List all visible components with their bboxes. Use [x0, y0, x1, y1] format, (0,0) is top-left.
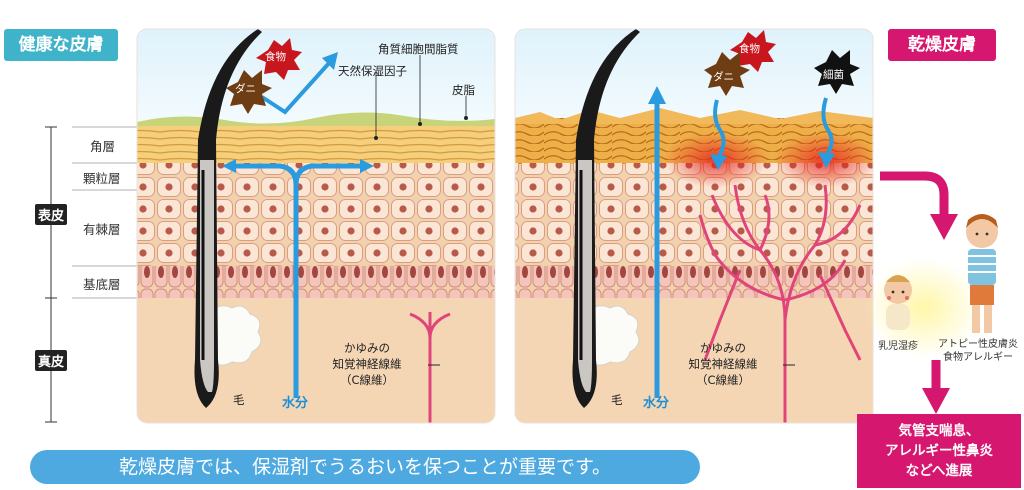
caption-infant: 乳児湿疹 — [878, 341, 918, 352]
label-food-dry: 食物 — [739, 43, 760, 55]
caption-child: アトピー性皮膚炎 食物アレルギー — [938, 339, 1018, 363]
label-spinous-layer: 有棘層 — [83, 222, 121, 237]
label-itch-nerve: かゆみの 知覚神経線維 （C線維） — [332, 341, 402, 387]
label-basal-layer: 基底層 — [83, 277, 121, 292]
label-epidermis: 表皮 — [35, 204, 68, 225]
label-water-dry: 水分 — [643, 396, 670, 411]
label-bacteria: 細菌 — [823, 69, 844, 81]
label-stratum-corneum: 角層 — [90, 139, 116, 154]
label-water: 水分 — [282, 396, 309, 411]
healthy-skin-label: 健康な皮膚 — [4, 29, 118, 61]
progression-arrows — [880, 171, 958, 414]
label-hair-dry: 毛 — [611, 393, 623, 407]
label-sebum: 皮脂 — [452, 83, 475, 97]
dry-skin-panel — [515, 29, 873, 423]
label-nmf: 天然保湿因子 — [338, 64, 407, 78]
label-hair: 毛 — [233, 393, 245, 407]
infant-illustration — [884, 275, 912, 330]
label-intercellular-lipid: 角質細胞間脂質 — [378, 42, 459, 56]
label-mite-dry: ダニ — [713, 71, 734, 83]
child-illustration — [966, 214, 998, 333]
healthy-skin-panel — [137, 29, 495, 423]
label-granular-layer: 顆粒層 — [83, 171, 121, 186]
label-itch-nerve-dry: かゆみの 知覚神経線維 （C線維） — [688, 341, 758, 387]
label-food: 食物 — [265, 51, 286, 63]
outcome-box: 気管支喘息、 アレルギー性鼻炎 などへ進展 — [857, 414, 1021, 488]
label-dermis: 真皮 — [35, 350, 68, 371]
label-mite: ダニ — [235, 83, 256, 95]
dry-skin-label: 乾燥皮膚 — [888, 29, 996, 61]
key-message-banner: 乾燥皮膚では、保湿剤でうるおいを保つことが重要です。 — [30, 450, 700, 484]
